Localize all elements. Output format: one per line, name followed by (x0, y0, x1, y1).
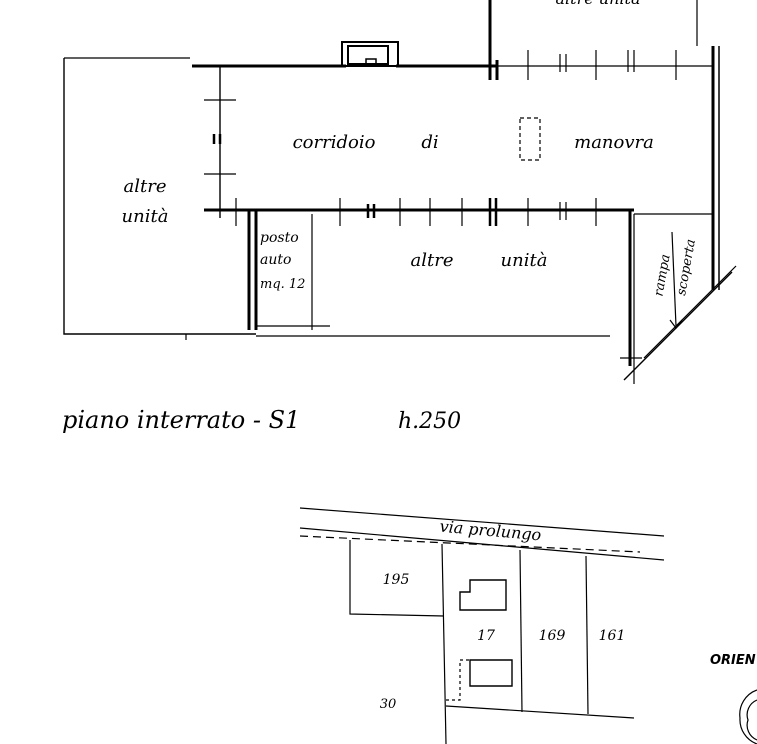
label-bottom-other: altre (411, 250, 454, 271)
label-corridor-maneuver: manovra (574, 132, 654, 153)
floor-plan: altre unità corridoio di manovra altre u… (62, 0, 737, 434)
label-bottom-units: unità (501, 250, 548, 271)
label-ramp-line1: rampa (651, 253, 673, 297)
label-parking-line3: mq. 12 (260, 277, 305, 292)
label-corridor-of: di (421, 132, 438, 153)
dashed-fixture (519, 117, 541, 161)
parcel-17: 17 (477, 628, 495, 644)
site-map: via prolungo 195 17 169 161 30 ORIEN (299, 507, 757, 744)
parcel-30: 30 (380, 697, 397, 712)
parcel-161: 161 (599, 628, 626, 644)
label-parking-line1: posto (260, 230, 299, 246)
label-ramp-line2: scoperta (674, 238, 699, 297)
parcel-169: 169 (539, 628, 566, 644)
label-left-units: unità (122, 206, 169, 227)
compass-icon (739, 689, 757, 744)
orientation-label: ORIEN (710, 653, 756, 668)
label-corridor: corridoio (293, 132, 376, 153)
label-left-other: altre (124, 176, 167, 197)
floor-plan-title: piano interrato - S1 (62, 406, 300, 434)
shaft-symbol (341, 41, 399, 67)
label-top-other-units: altre unità (556, 0, 641, 8)
street-name: via prolungo (439, 517, 542, 545)
parcel-195: 195 (383, 572, 410, 588)
label-parking-line2: auto (260, 252, 291, 268)
floor-plan-height: h.250 (398, 409, 461, 434)
